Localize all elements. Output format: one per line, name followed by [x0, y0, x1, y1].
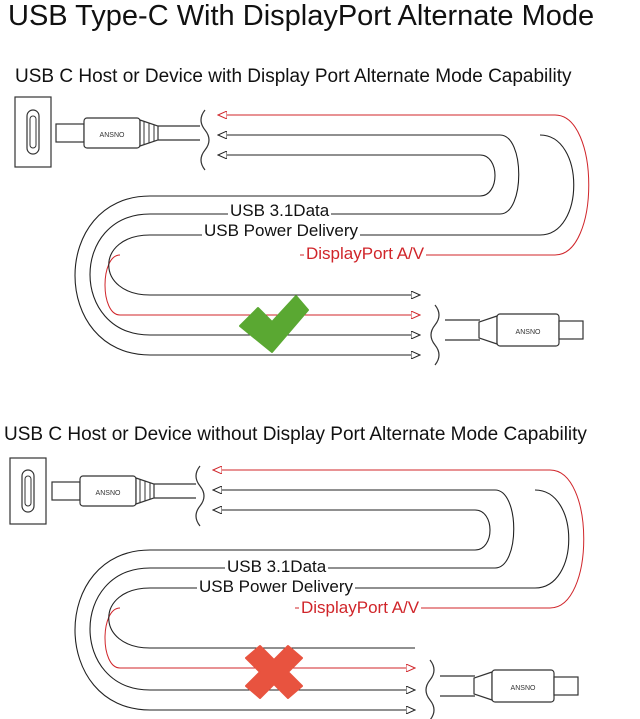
right-plug-icon: ANSNO — [445, 313, 584, 347]
left-plug-brand: ANSNO — [96, 490, 121, 497]
panel1-label-data: USB 3.1Data — [228, 201, 332, 221]
panel2-label-video: DisplayPort A/V — [299, 598, 422, 618]
panel1-label-power: USB Power Delivery — [202, 221, 360, 241]
cable-outer — [108, 489, 570, 649]
cross-icon — [245, 645, 303, 699]
panel2-heading: USB C Host or Device without Display Por… — [4, 424, 587, 445]
left-plug-icon: ANSNO — [51, 475, 196, 507]
cable-outer — [108, 134, 575, 295]
cable-line-1 — [89, 489, 515, 690]
check-icon — [239, 295, 309, 353]
cable-break-right — [430, 304, 440, 366]
displayport-path — [104, 469, 585, 669]
panel1-heading: USB C Host or Device with Display Port A… — [15, 66, 572, 87]
right-plug-icon: ANSNO — [440, 669, 579, 703]
right-plug-brand: ANSNO — [516, 329, 541, 336]
panel-with-displayport: ANSNO ANSNO — [14, 96, 590, 366]
panel2-label-power: USB Power Delivery — [197, 577, 355, 597]
cable-break-left — [200, 109, 210, 171]
cable-line-2 — [74, 509, 491, 710]
cable-break-left — [195, 465, 205, 527]
left-plug-brand: ANSNO — [100, 132, 125, 139]
displayport-path — [104, 114, 590, 316]
panel-without-displayport: ANSNO ANSNO — [9, 457, 585, 719]
cable-line-2 — [74, 154, 496, 355]
right-plug-brand: ANSNO — [511, 685, 536, 692]
host-port-icon — [14, 96, 52, 168]
page-title: USB Type-C With DisplayPort Alternate Mo… — [8, 0, 595, 32]
panel1-label-video: DisplayPort A/V — [304, 244, 427, 264]
panel2-label-data: USB 3.1Data — [225, 557, 329, 577]
cable-break-right — [425, 659, 435, 719]
left-plug-icon: ANSNO — [55, 117, 200, 149]
cable-line-1 — [89, 134, 520, 335]
host-port-icon — [9, 457, 47, 525]
